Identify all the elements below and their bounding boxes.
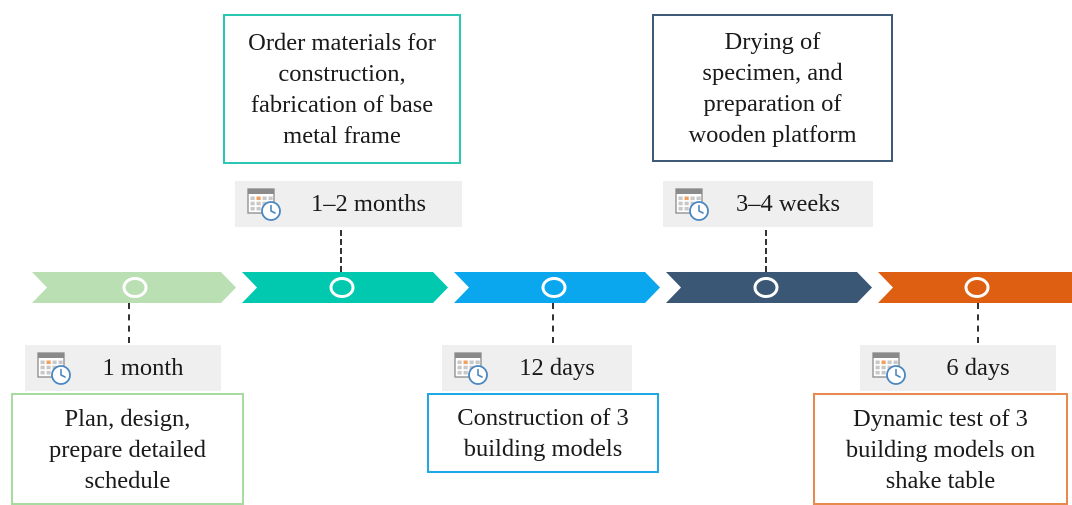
duration-label-test: 6 days [946,354,1010,381]
description-text-construction: Construction of 3 building models [457,404,629,462]
timeline-marker-order [329,277,355,298]
timeline-marker-construction [541,277,567,298]
calendar-clock-icon [675,188,709,221]
description-plan: Plan, design, prepare detailed schedule [11,393,244,505]
duration-label-construction: 12 days [519,354,595,381]
duration-label-drying: 3–4 weeks [735,190,841,217]
connector-drying [765,230,767,272]
timeline-arrow-plan [32,272,236,303]
duration-label-plan: 1 month [102,354,184,381]
duration-plan: 1 month [25,345,221,391]
duration-construction: 12 days [442,345,632,391]
duration-drying: 3–4 weeks [663,181,873,227]
timeline-marker-test [964,277,990,298]
timeline-arrow-construction [454,272,660,303]
timeline-arrow-drying [666,272,872,303]
duration-order: 1–2 months [235,181,462,227]
calendar-clock-icon [454,352,488,385]
calendar-clock-icon [37,352,71,385]
description-construction: Construction of 3 building models [427,393,659,473]
description-text-test: Dynamic test of 3 building models on sha… [845,404,1036,494]
timeline-marker-drying [753,277,779,298]
connector-plan [128,303,130,343]
description-text-order: Order materials for construction, fabric… [248,29,436,149]
timeline-marker-plan [122,277,148,298]
timeline-arrow-order [242,272,448,303]
description-test: Dynamic test of 3 building models on sha… [813,393,1068,505]
description-text-plan: Plan, design, prepare detailed schedule [48,404,207,494]
calendar-clock-icon [247,188,281,221]
connector-order [340,230,342,272]
duration-label-order: 1–2 months [310,190,427,217]
connector-construction [552,303,554,343]
timeline-arrow-test [878,272,1072,303]
description-drying: Drying of specimen, and preparation of w… [652,14,893,162]
description-order: Order materials for construction, fabric… [223,14,461,164]
calendar-clock-icon [872,352,906,385]
description-text-drying: Drying of specimen, and preparation of w… [688,28,857,148]
duration-test: 6 days [860,345,1056,391]
connector-test [977,303,979,343]
